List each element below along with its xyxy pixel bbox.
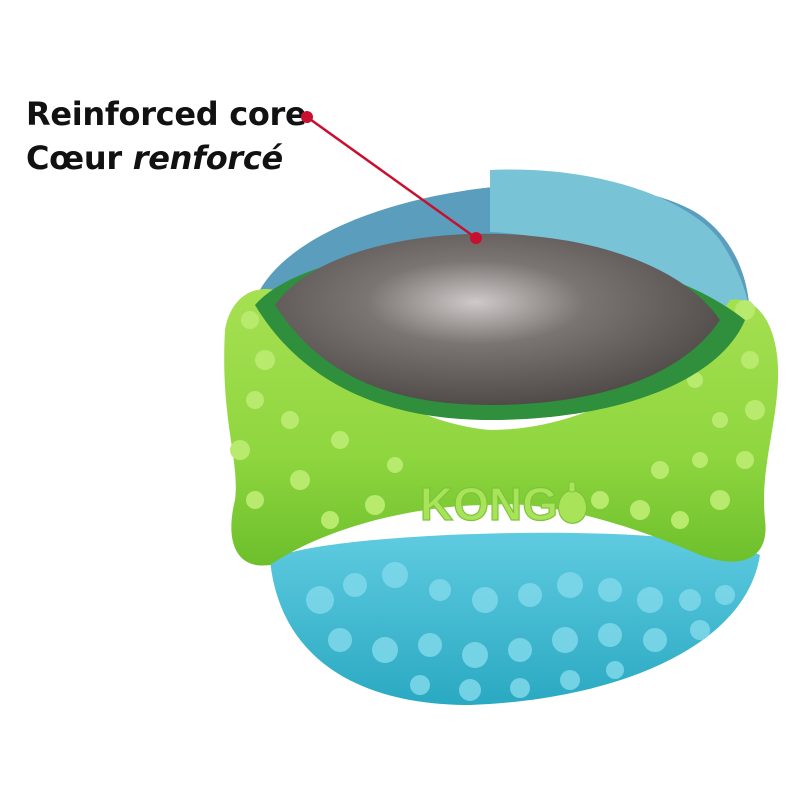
pointer-dot-icon	[470, 232, 482, 244]
ball-bottom-section	[270, 532, 760, 705]
callout-line-french: Cœur renforcé	[26, 136, 306, 180]
callout-pointer	[301, 111, 482, 244]
ball-cutaway	[255, 233, 745, 420]
callout-french-italic: renforcé	[132, 139, 284, 177]
callout-label: Reinforced core Cœur renforcé	[26, 92, 307, 180]
callout-line-english: Reinforced core	[26, 95, 307, 133]
callout-french-prefix: Cœur	[26, 139, 133, 177]
kong-logo-icon: KONG	[419, 477, 588, 531]
ball-grip-band	[224, 289, 779, 566]
brand-mark-text: KONG	[420, 478, 558, 530]
reinforced-core	[275, 233, 720, 405]
pointer-dot-icon	[301, 111, 313, 123]
